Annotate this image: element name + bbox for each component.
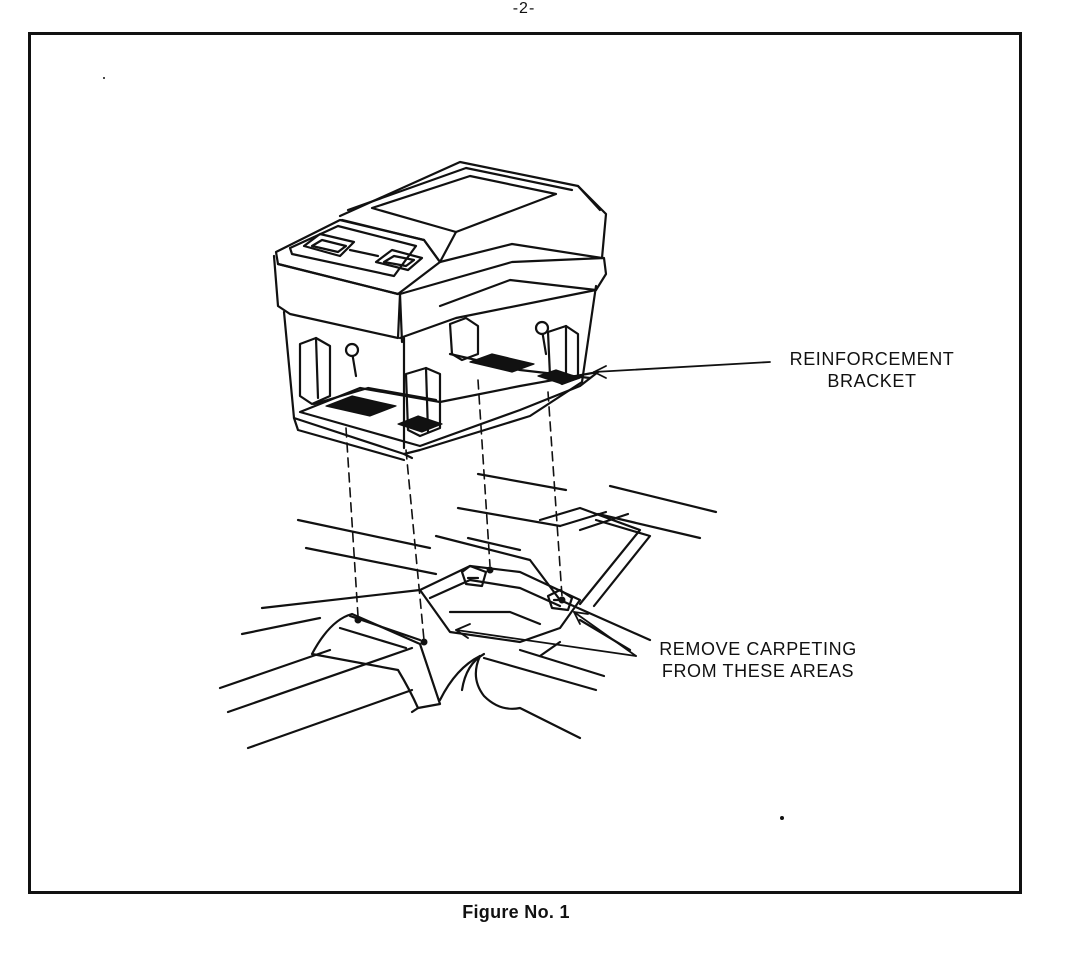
mount-points <box>354 566 566 646</box>
reinforcement-bracket-leader <box>593 361 771 379</box>
page-number: -2- <box>512 0 536 17</box>
floor-tunnel <box>218 472 718 750</box>
reinforcement-bracket-label-line2: BRACKET <box>827 371 917 391</box>
remove-carpeting-label-line2: FROM THESE AREAS <box>661 661 855 681</box>
bracket-pads <box>325 353 581 433</box>
console-body <box>272 160 608 462</box>
reinforcement-bracket-label-line1: REINFORCEMENT <box>789 349 955 369</box>
figure-frame <box>28 32 1022 894</box>
remove-carpeting-leaders <box>455 611 637 657</box>
figure-caption-text: Figure No. 1 <box>462 902 570 922</box>
alignment-guides <box>345 379 563 641</box>
remove-carpeting-label-line1: REMOVE CARPETING <box>659 639 857 659</box>
reinforcement-bracket-label: REINFORCEMENT BRACKET <box>774 348 970 392</box>
remove-carpeting-label: REMOVE CARPETING FROM THESE AREAS <box>640 638 876 682</box>
figure-caption: Figure No. 1 <box>0 902 1072 923</box>
